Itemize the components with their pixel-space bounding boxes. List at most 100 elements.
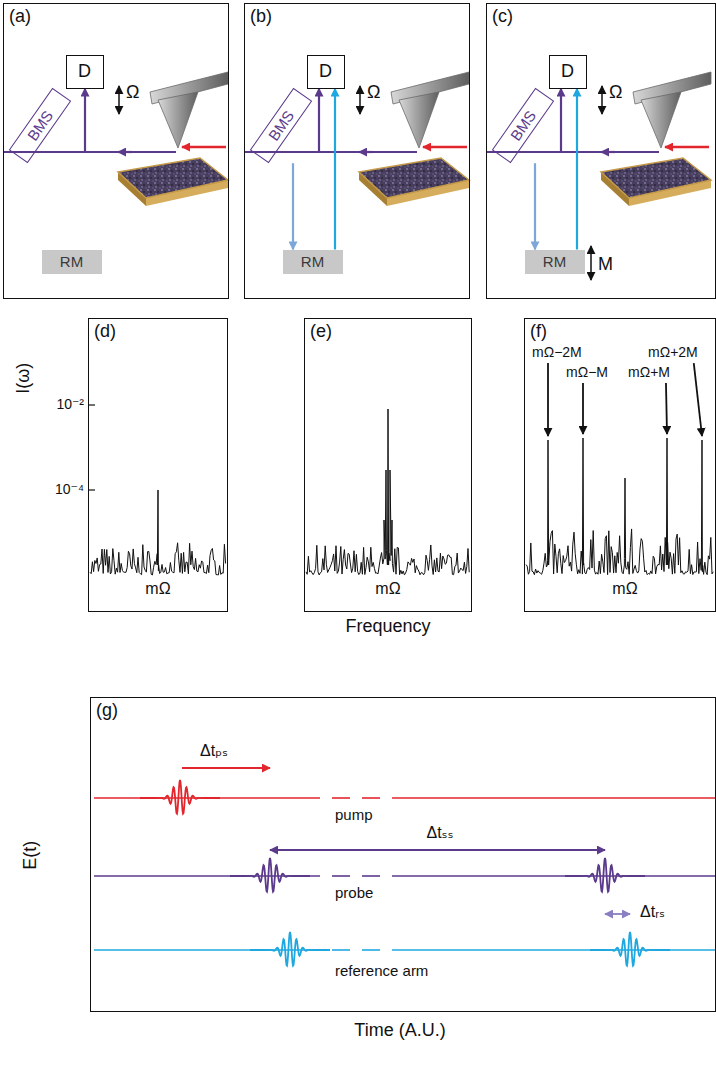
beam-connector <box>318 89 320 153</box>
delay-arrow <box>182 767 270 769</box>
afm-tip <box>399 92 439 148</box>
pulse-baseline <box>362 875 380 877</box>
leader-arrow <box>582 383 584 434</box>
spectrum-trace <box>526 438 713 575</box>
pulse-baseline <box>362 949 380 951</box>
figure-label: 10⁻² <box>56 396 84 412</box>
leader-arrow <box>694 363 702 436</box>
beam-connector <box>84 89 86 153</box>
leader-arrow <box>547 363 549 436</box>
figure-label: 10⁻⁴ <box>55 481 84 497</box>
pulse-baseline <box>94 949 320 951</box>
figure-label: E(t) <box>20 841 41 870</box>
spectrum-trace <box>306 409 469 575</box>
detector-box: D <box>549 55 587 89</box>
panel-label: (d) <box>94 321 116 342</box>
probe-beam <box>3 151 176 153</box>
panel-label: (a) <box>9 6 31 27</box>
pump-beam <box>423 146 467 148</box>
probe-beam <box>244 151 417 153</box>
pulse-baseline <box>392 797 716 799</box>
pulse-baseline <box>332 797 350 799</box>
beam-arrow <box>118 151 132 153</box>
component-label: BMS <box>506 107 539 143</box>
figure-label: Δtᵣₛ <box>640 903 665 921</box>
optical-setup <box>244 72 469 206</box>
pulse <box>565 858 645 892</box>
pulse-baseline <box>332 875 350 877</box>
delay-arrow <box>605 913 630 915</box>
panel-label: (c) <box>492 6 513 27</box>
figure-label: M <box>598 254 613 275</box>
figure-label: Δtₚₛ <box>200 742 228 760</box>
figure-label: mΩ−M <box>566 364 608 380</box>
figure-label: mΩ−2M <box>532 344 582 360</box>
figure-label: probe <box>335 884 373 901</box>
panel-frame: (a) D BMS RM <box>3 3 229 299</box>
pump-beam <box>665 146 709 148</box>
figure-label: mΩ <box>375 580 400 598</box>
pump-beam <box>182 146 226 148</box>
oscillation-arrow <box>601 86 603 114</box>
spectrum-trace <box>90 490 226 575</box>
pulse-baseline <box>362 797 380 799</box>
pulse <box>590 932 670 966</box>
afm-tip <box>641 92 681 148</box>
component-label: D <box>78 61 91 82</box>
component-label: BMS <box>264 107 297 143</box>
reference-mirror: RM <box>42 250 102 274</box>
axis-tick <box>88 404 95 405</box>
detector-box: D <box>307 55 345 89</box>
leader-arrow <box>666 383 667 434</box>
beam-arrow <box>601 151 615 153</box>
panel-frame: (f) <box>524 318 716 612</box>
connectors <box>85 89 577 250</box>
component-label: D <box>319 61 332 82</box>
mirror-motion-arrow <box>590 246 592 280</box>
beam-splitter: BMS <box>8 88 70 163</box>
panel-frame: (b) D BMS RM <box>244 3 470 299</box>
detector-box: D <box>66 55 104 89</box>
pulse <box>250 932 330 966</box>
panel-frame: (d) <box>88 318 228 612</box>
component-label: D <box>561 61 574 82</box>
optical-setup <box>486 72 711 280</box>
panel-label: (b) <box>250 6 272 27</box>
figure-label: Ω <box>609 82 622 103</box>
axis-tick <box>88 489 95 490</box>
pulse <box>140 780 220 814</box>
pulse-baseline <box>332 949 350 951</box>
beam-arrow <box>359 151 373 153</box>
figure-label: reference arm <box>335 962 428 979</box>
sample-surface <box>601 158 711 198</box>
beam-connector <box>576 89 578 250</box>
beam-connector <box>292 163 294 249</box>
panel-label: (e) <box>310 321 332 342</box>
delay-arrow <box>270 849 605 851</box>
figure-label: mΩ+2M <box>648 344 698 360</box>
reference-mirror: RM <box>283 250 343 274</box>
figure-label: mΩ <box>612 580 637 598</box>
component-label: RM <box>60 253 83 270</box>
beam-connector <box>534 163 536 249</box>
figure-label: Frequency <box>345 616 430 637</box>
figure-label: Ω <box>367 82 380 103</box>
pulse-baseline <box>392 875 716 877</box>
afm-tip <box>158 92 198 148</box>
figure-label: I(ω) <box>14 362 35 393</box>
oscillation-arrow <box>118 86 120 114</box>
beam-splitter: BMS <box>249 88 311 163</box>
component-label: RM <box>301 253 324 270</box>
component-label: RM <box>543 253 566 270</box>
oscillation-arrow <box>359 86 361 114</box>
figure-label: Δtₛₛ <box>426 824 453 842</box>
component-label: BMS <box>23 107 56 143</box>
figure-label: Time (A.U.) <box>354 1020 445 1041</box>
reference-mirror: RM <box>525 250 585 274</box>
panel-frame: (e) <box>304 318 472 612</box>
figure-label: pump <box>335 806 373 823</box>
figure-label: Ω <box>126 82 139 103</box>
sample-surface <box>359 158 469 198</box>
beam-connector <box>334 89 336 250</box>
